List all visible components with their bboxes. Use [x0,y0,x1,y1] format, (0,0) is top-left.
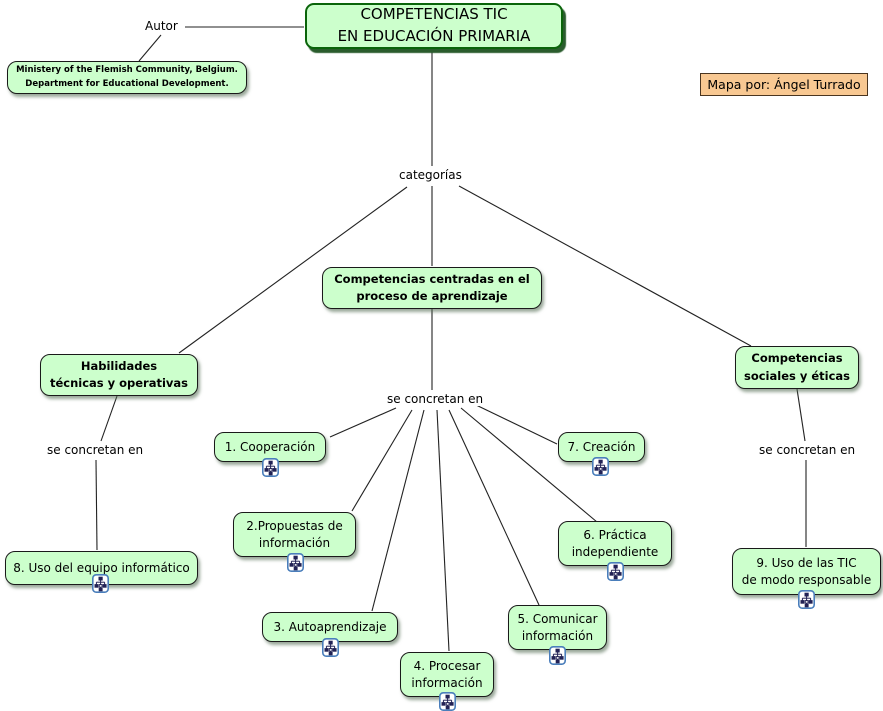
link-phrase-autor[interactable]: Autor [142,19,181,34]
resource-glyph [439,692,456,711]
connector-concretan-leaf8 [95,459,98,551]
cmap-resource-icon[interactable] [798,590,815,609]
connector-concretan-leaf4 [436,409,450,652]
resource-glyph [549,646,566,665]
link-phrase-categorias[interactable]: categorías [396,168,465,183]
cmap-resource-icon[interactable] [92,574,109,593]
resource-glyph [92,574,109,593]
concept-title[interactable]: COMPETENCIAS TIC EN EDUCACIÓN PRIMARIA [305,3,563,49]
cmap-resource-icon[interactable] [549,646,566,665]
concept-procesar-informacion[interactable]: 4. Procesar información [400,652,494,697]
concept-author-ministry[interactable]: Ministery of the Flemish Community, Belg… [7,61,247,94]
concept-competencias-aprendizaje[interactable]: Competencias centradas en el proceso de … [322,267,542,309]
concept-uso-tic-responsable[interactable]: 9. Uso de las TIC de modo responsable [732,548,881,595]
connector-right-concretan [796,388,806,442]
link-phrase-se-concretan-left[interactable]: se concretan en [44,443,147,458]
cmap-resource-icon[interactable] [439,692,456,711]
cmap-resource-icon[interactable] [322,638,339,657]
connector-concretan-leaf3 [371,409,425,612]
connector-concretan-leaf5 [448,409,540,606]
resource-glyph [262,458,279,477]
resource-glyph [607,562,624,581]
link-phrase-se-concretan-right[interactable]: se concretan en [756,443,859,458]
cmap-resource-icon[interactable] [592,457,609,476]
resource-glyph [287,553,304,572]
concept-practica-independiente[interactable]: 6. Práctica independiente [558,521,672,566]
cmap-resource-icon[interactable] [262,458,279,477]
connector-left-concretan [100,395,118,442]
concept-autoaprendizaje[interactable]: 3. Autoaprendizaje [262,612,398,642]
resource-glyph [798,590,815,609]
connector-categorias-right [458,185,752,347]
connector-concretan-leaf1 [329,407,397,438]
connector-concretan-leaf7 [473,403,558,445]
cmap-resource-icon[interactable] [287,553,304,572]
resource-glyph [322,638,339,657]
concept-propuestas-informacion[interactable]: 2.Propuestas de información [233,512,356,557]
concept-comunicar-informacion[interactable]: 5. Comunicar información [508,605,607,650]
resource-glyph [592,457,609,476]
connector-concretan-leaf2 [351,409,413,512]
connector-categorias-left [178,186,408,354]
concept-competencias-sociales[interactable]: Competencias sociales y éticas [735,346,859,389]
connector-concretan-leaf6 [460,407,598,523]
cmap-resource-icon[interactable] [607,562,624,581]
concept-habilidades-tecnicas[interactable]: Habilidades técnicas y operativas [40,354,198,396]
link-phrase-se-concretan-center[interactable]: se concretan en [384,392,487,407]
concept-map-credit[interactable]: Mapa por: Ángel Turrado [700,73,868,96]
connector-autor-ministry [138,34,162,62]
